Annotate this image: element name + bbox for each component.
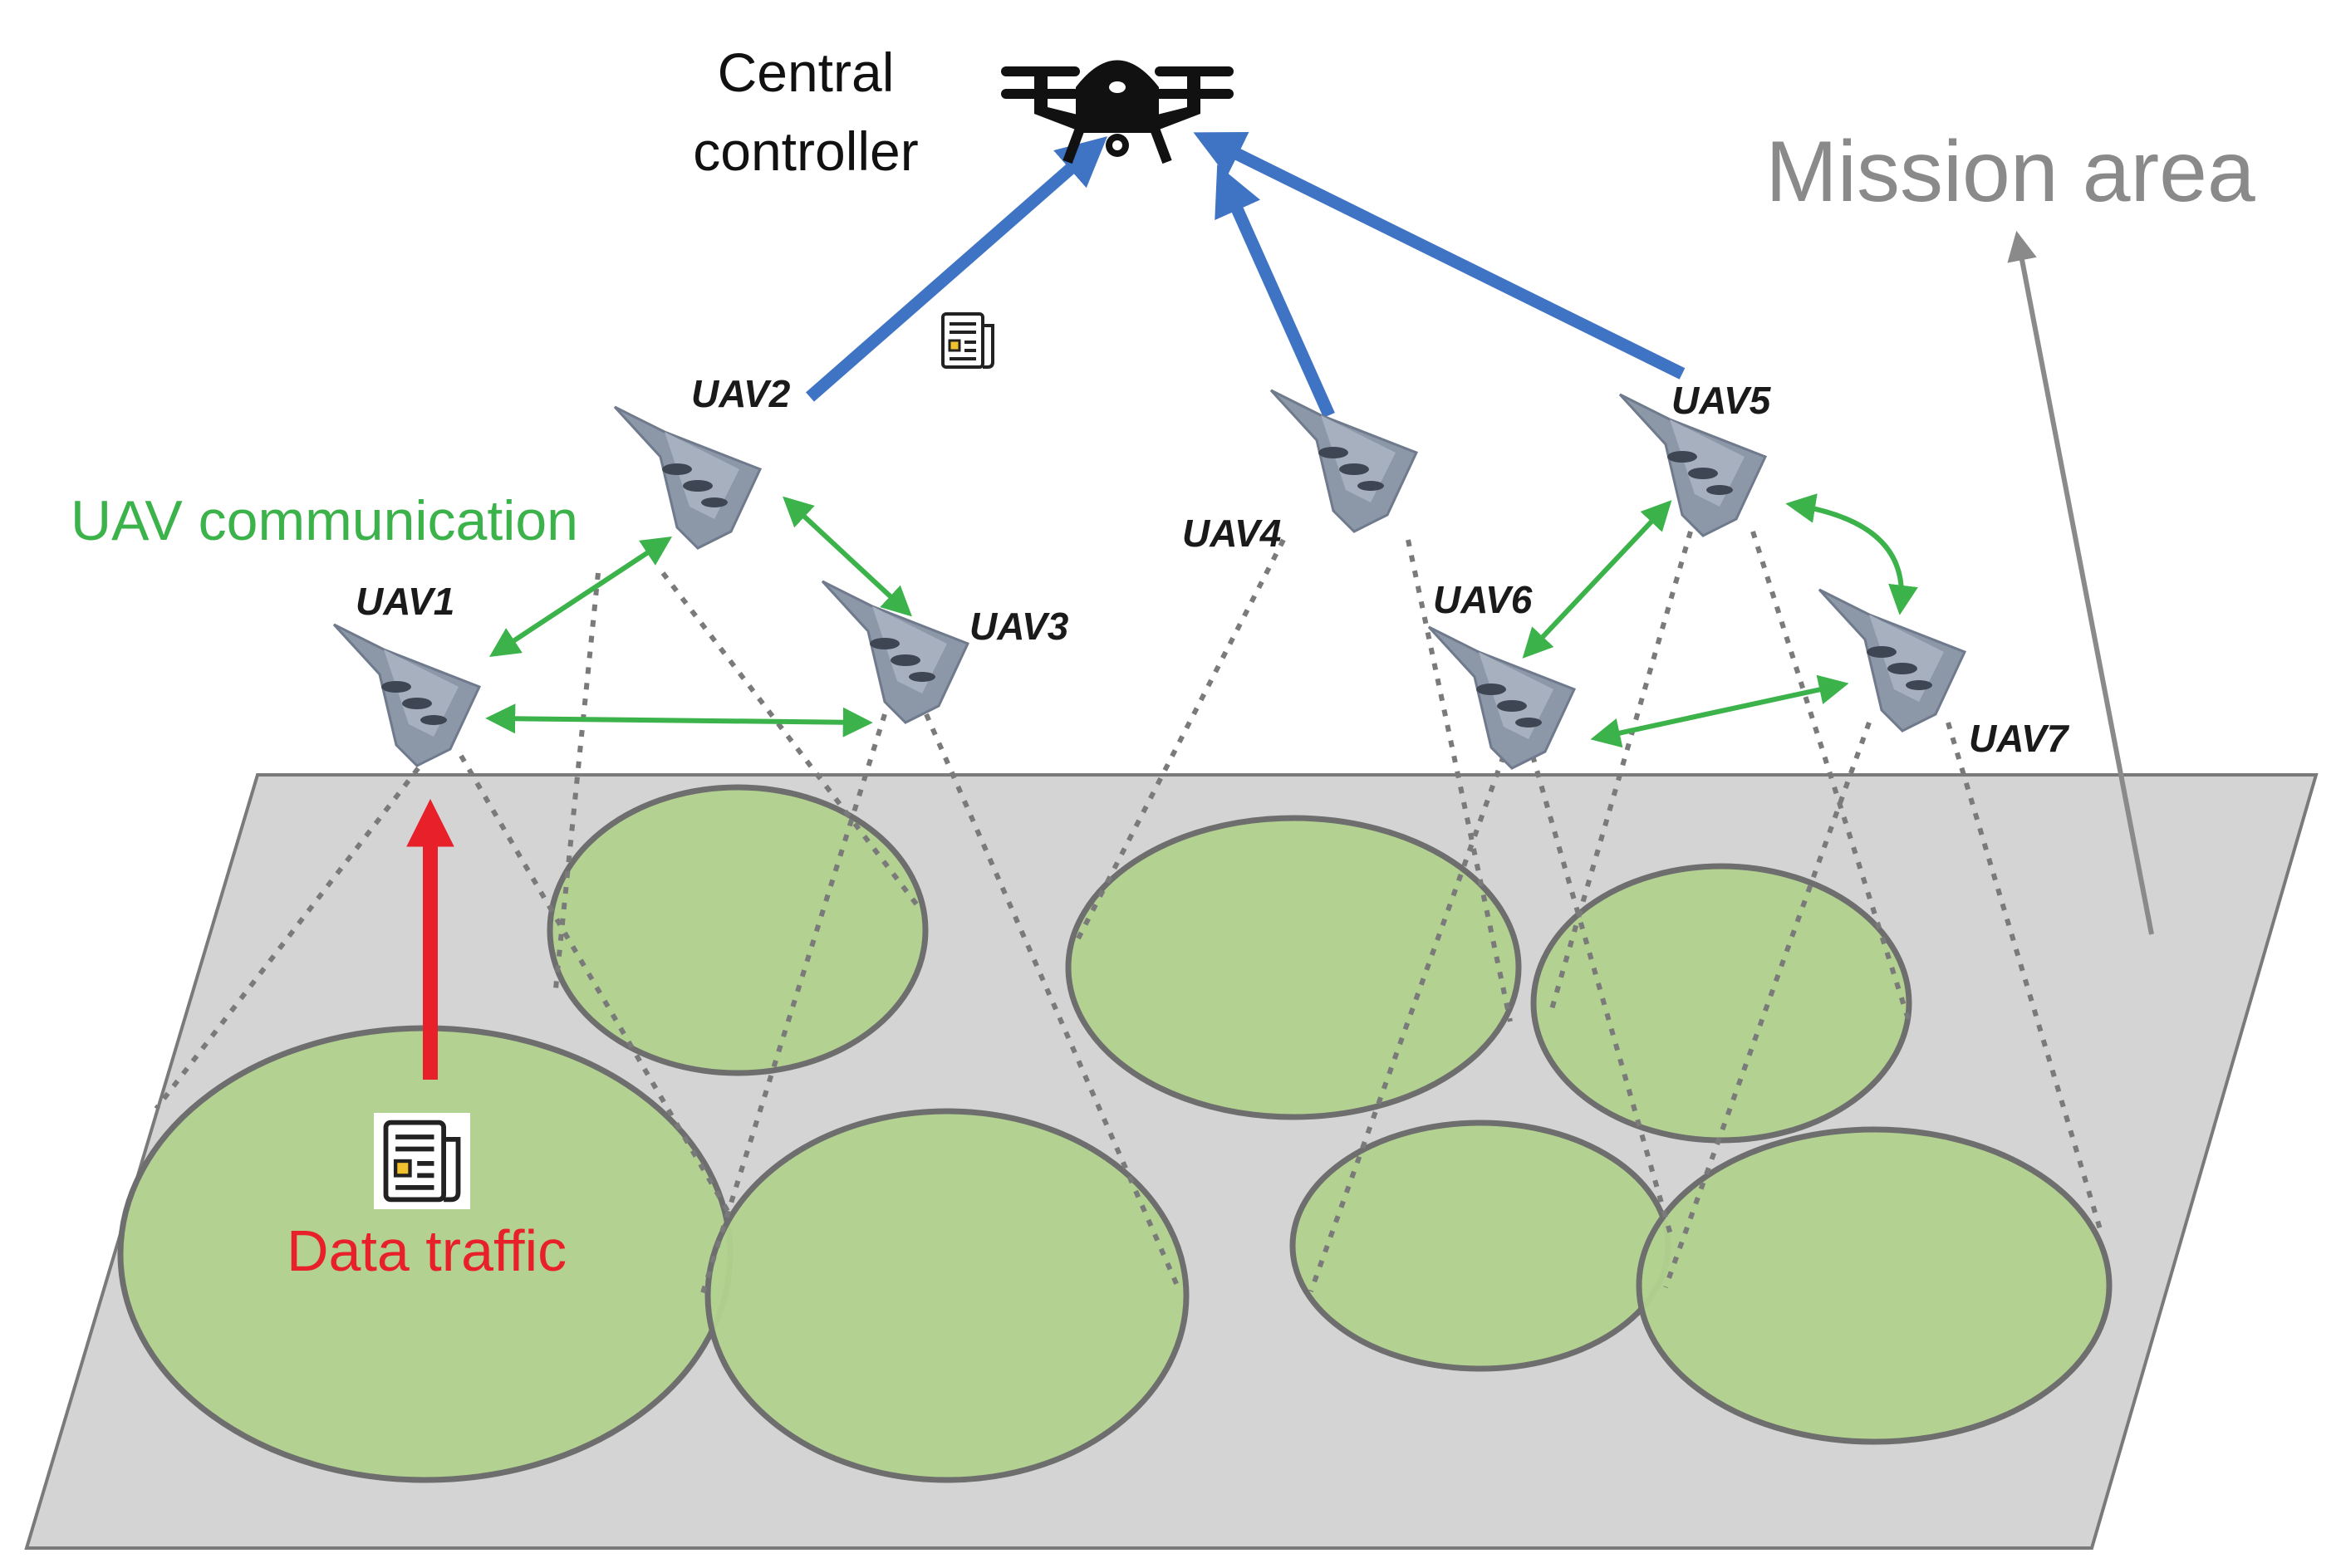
coverage-area-uav2	[547, 784, 929, 1076]
coverage-areas	[117, 784, 2113, 1483]
drone-icon	[1001, 60, 1234, 164]
uav-label-uav7: UAV7	[1969, 717, 2070, 760]
uplinks	[806, 132, 1686, 419]
uav-communication-label: UAV communication	[71, 489, 578, 552]
uav7-icon	[1818, 588, 1966, 733]
uplink-uav5	[1193, 132, 1686, 380]
link-uav1-uav2	[488, 537, 673, 657]
uav-label-uav3: UAV3	[969, 605, 1069, 648]
central-controller-label-line2: controller	[693, 120, 918, 182]
data-traffic-label: Data traffic	[287, 1218, 567, 1283]
mission-area-label: Mission area	[1765, 124, 2255, 220]
uav1-icon	[332, 623, 481, 767]
coverage-area-uav7	[1636, 1126, 2113, 1445]
uplink-uav2	[806, 136, 1108, 402]
central-controller-label-line1: Central	[718, 42, 895, 103]
uav-label-uav4: UAV4	[1182, 512, 1281, 555]
link-uav6-uav7	[1590, 674, 1849, 748]
coverage-area-uav4	[1065, 815, 1522, 1120]
uav2-icon	[613, 405, 762, 550]
link-uav5-uav7	[1785, 493, 1918, 615]
uav-links	[485, 493, 1918, 748]
uav-label-uav2: UAV2	[691, 372, 791, 415]
uav-label-uav1: UAV1	[356, 580, 454, 623]
link-uav2-uav3	[783, 496, 912, 617]
uav-label-uav5: UAV5	[1671, 379, 1772, 422]
link-uav5-uav6	[1522, 500, 1672, 659]
coverage-area-uav6	[1289, 1120, 1671, 1372]
uplink-uav4	[1215, 164, 1335, 419]
newspaper-icon	[933, 306, 1003, 375]
coverage-area-uav3	[704, 1108, 1190, 1483]
newspaper-icon	[374, 1113, 470, 1209]
uav-label-uav6: UAV6	[1433, 578, 1533, 621]
link-uav1-uav3	[485, 703, 873, 737]
coverage-area-uav5	[1530, 863, 1912, 1144]
uav4-icon	[1269, 389, 1418, 533]
mission-area-pointer-arrow	[2007, 230, 2154, 935]
